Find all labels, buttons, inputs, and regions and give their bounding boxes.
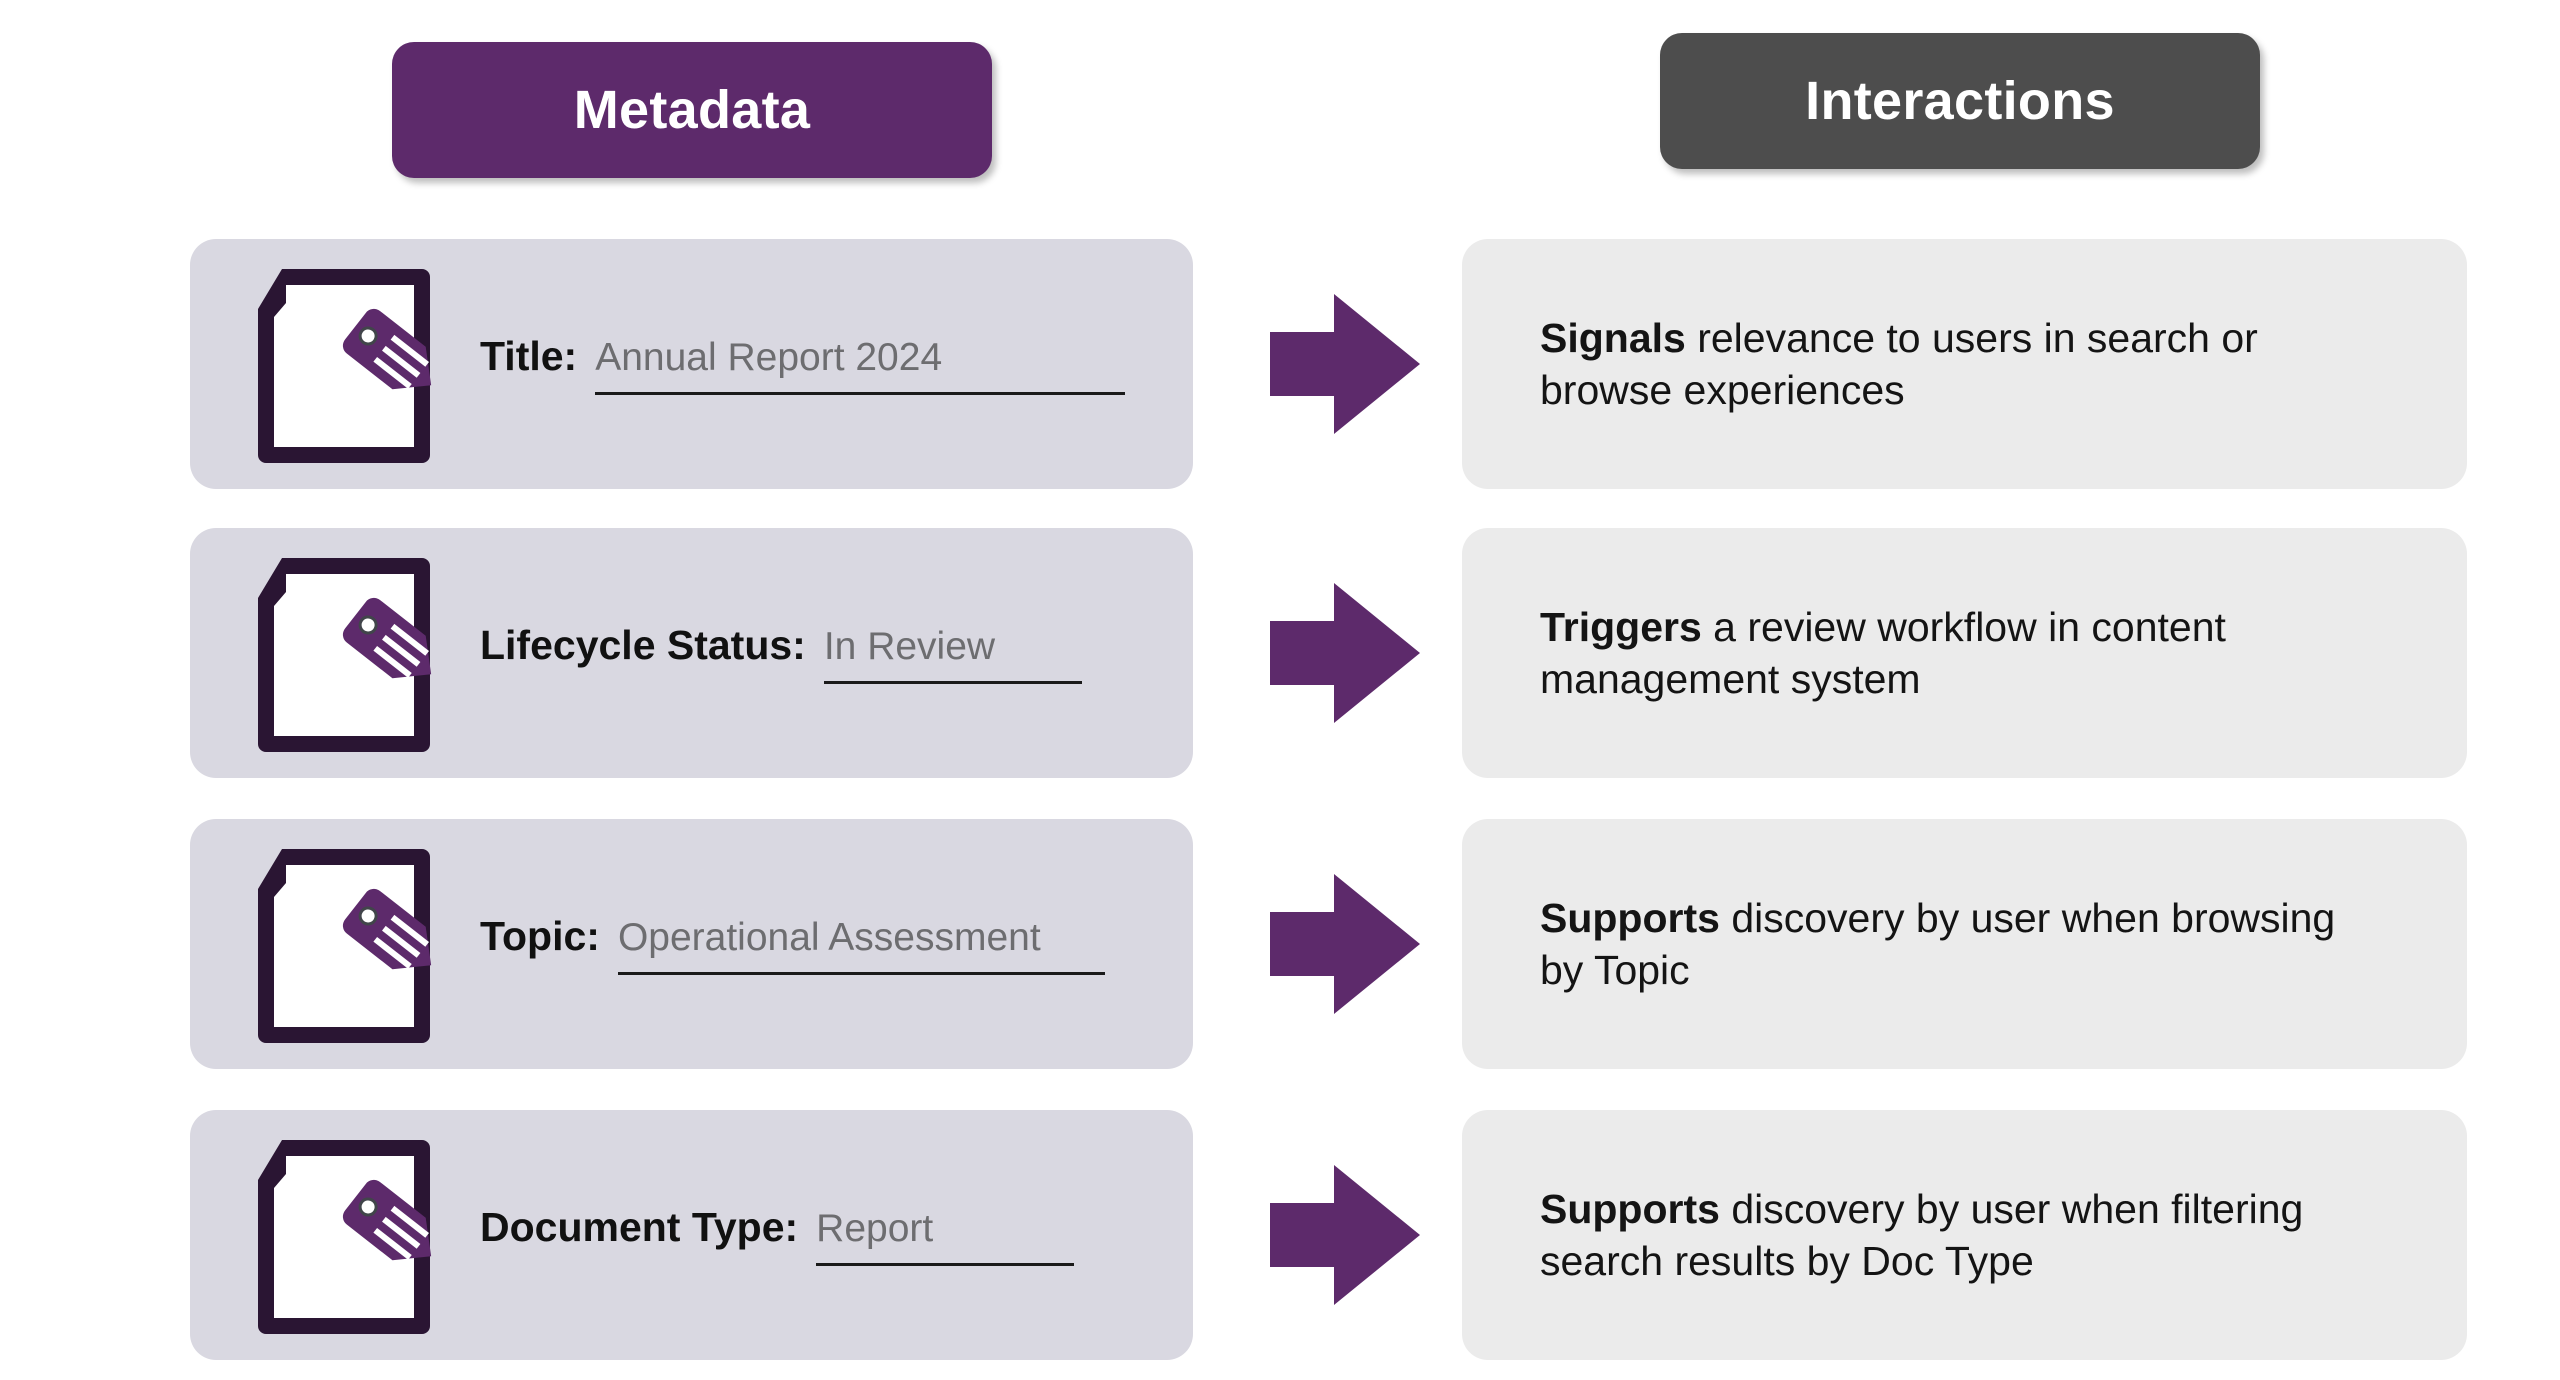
metadata-label: Lifecycle Status:: [480, 622, 806, 668]
metadata-field: Topic: Operational Assessment: [480, 913, 1153, 975]
metadata-card[interactable]: Document Type: Report: [190, 1110, 1193, 1360]
metadata-field: Document Type: Report: [480, 1204, 1153, 1266]
metadata-label: Document Type:: [480, 1204, 799, 1250]
column-header-metadata: Metadata: [392, 42, 992, 178]
interaction-text: Signals relevance to users in search or …: [1540, 312, 2389, 417]
right-arrow-icon: [1270, 294, 1420, 434]
interaction-text: Supports discovery by user when filterin…: [1540, 1183, 2389, 1288]
interaction-rest: discovery by user when browsing by Topic: [1540, 894, 2336, 993]
metadata-value-underline: Annual Report 2024: [595, 336, 1126, 395]
interaction-card[interactable]: Signals relevance to users in search or …: [1462, 239, 2467, 489]
metadata-card[interactable]: Topic: Operational Assessment: [190, 819, 1193, 1069]
interaction-card[interactable]: Supports discovery by user when browsing…: [1462, 819, 2467, 1069]
interaction-rest: discovery by user when filtering search …: [1540, 1185, 2304, 1284]
metadata-label: Topic:: [480, 913, 600, 959]
interaction-lead: Supports: [1540, 1185, 1720, 1232]
document-tag-icon: [252, 548, 442, 758]
metadata-value-underline: Operational Assessment: [617, 916, 1105, 975]
document-tag-icon: [252, 1130, 442, 1340]
interaction-text: Supports discovery by user when browsing…: [1540, 892, 2389, 997]
metadata-value-underline: In Review: [823, 625, 1082, 684]
document-tag-icon: [252, 839, 442, 1049]
interaction-card[interactable]: Supports discovery by user when filterin…: [1462, 1110, 2467, 1360]
column-header-interactions: Interactions: [1660, 33, 2260, 169]
metadata-card[interactable]: Lifecycle Status: In Review: [190, 528, 1193, 778]
metadata-card[interactable]: Title: Annual Report 2024: [190, 239, 1193, 489]
right-arrow-icon: [1270, 583, 1420, 723]
metadata-value[interactable]: Report: [816, 1207, 934, 1250]
metadata-value[interactable]: In Review: [823, 625, 996, 668]
metadata-label: Title:: [480, 333, 578, 379]
column-header-interactions-label: Interactions: [1805, 71, 2115, 131]
right-arrow-icon: [1270, 874, 1420, 1014]
interaction-lead: Triggers: [1540, 603, 1702, 650]
column-header-metadata-label: Metadata: [573, 80, 811, 140]
interaction-card[interactable]: Triggers a review workflow in content ma…: [1462, 528, 2467, 778]
interaction-rest: relevance to users in search or browse e…: [1540, 314, 2258, 413]
metadata-field: Lifecycle Status: In Review: [480, 622, 1153, 684]
metadata-value[interactable]: Operational Assessment: [617, 916, 1041, 959]
interaction-rest: a review workflow in content management …: [1540, 603, 2226, 702]
interaction-lead: Supports: [1540, 894, 1720, 941]
interaction-text: Triggers a review workflow in content ma…: [1540, 601, 2389, 706]
metadata-value[interactable]: Annual Report 2024: [595, 336, 943, 379]
document-tag-icon: [252, 259, 442, 469]
metadata-value-underline: Report: [816, 1207, 1075, 1266]
metadata-field: Title: Annual Report 2024: [480, 333, 1153, 395]
interaction-lead: Signals: [1540, 314, 1686, 361]
right-arrow-icon: [1270, 1165, 1420, 1305]
